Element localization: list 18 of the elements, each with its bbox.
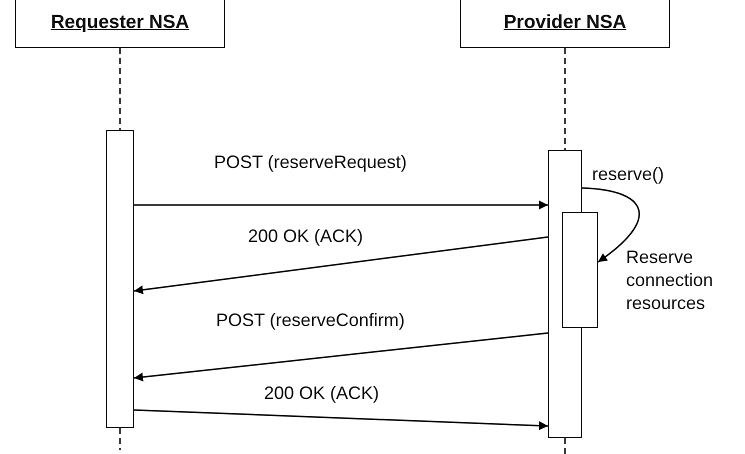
lifeline-header [15,0,225,48]
activation-bar [106,130,134,428]
lifeline-header [460,0,670,48]
lifeline [564,438,566,454]
activation-bar [562,212,598,328]
lifeline-title: Requester NSA [50,12,190,34]
message-label: POST (reserveConfirm) [214,310,407,331]
lifeline [564,48,566,150]
lifeline [119,48,121,130]
arrow [134,236,548,294]
note-text: Reserve connection resources [626,246,714,315]
message-label: POST (reserveRequest) [212,152,409,173]
lifeline [119,428,121,450]
arrow [134,200,548,210]
arrow [134,332,548,382]
arrow [134,409,548,430]
arrow [582,187,640,263]
lifeline-title: Provider NSA [504,12,626,34]
